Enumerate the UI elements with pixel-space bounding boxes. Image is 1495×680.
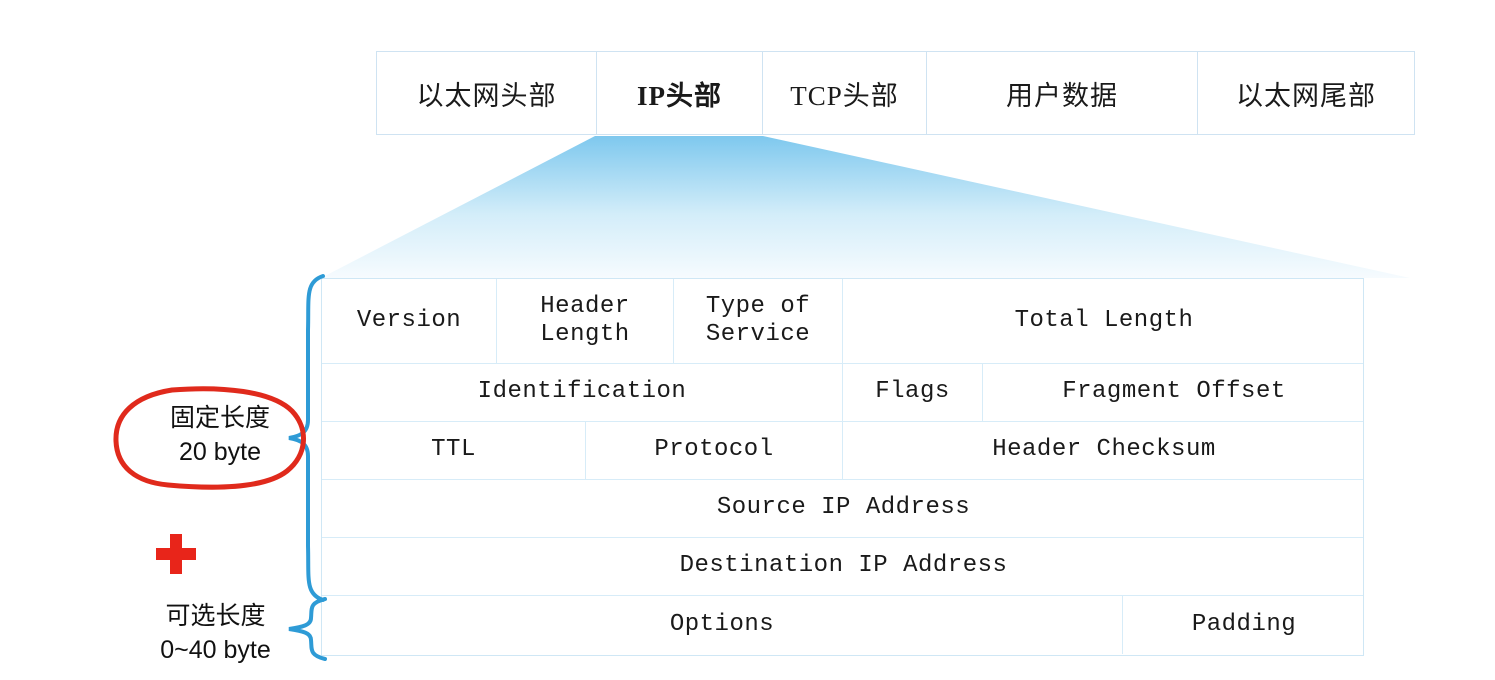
ip-field-label: Flags <box>875 378 950 406</box>
encapsulation-cell-label: 以太网尾部 <box>1236 80 1376 111</box>
ip-field-label: Options <box>669 610 775 638</box>
ip-field-label: Header Checksum <box>992 436 1216 464</box>
ip-field-cell[interactable]: Padding <box>1123 596 1365 654</box>
ip-field-cell[interactable]: Header Length <box>497 279 674 363</box>
ip-field-cell[interactable]: Type of Service <box>674 279 843 363</box>
optional-length-label: 可选长度 0~40 byte <box>160 602 271 664</box>
encapsulation-cell-0[interactable]: 以太网头部 <box>376 51 597 135</box>
encapsulation-cell-label: IP头部 <box>637 80 722 111</box>
ip-field-label: Fragment Offset <box>1062 378 1286 406</box>
ip-field-label: Source IP Address <box>716 494 971 522</box>
ip-field-cell[interactable]: TTL <box>322 422 586 479</box>
ip-field-cell[interactable]: Fragment Offset <box>983 364 1365 421</box>
red-ellipse-highlight-icon <box>113 386 306 490</box>
ip-field-label: Header Length <box>540 292 630 348</box>
ip-field-label: Padding <box>1191 610 1297 638</box>
ip-field-cell[interactable]: Total Length <box>843 279 1365 363</box>
encapsulation-cell-4[interactable]: 以太网尾部 <box>1197 51 1415 135</box>
ip-field-label: TTL <box>431 436 476 464</box>
ip-header-row: Destination IP Address <box>322 538 1363 596</box>
ip-field-label: Total Length <box>1014 306 1194 334</box>
zoom-funnel-shape <box>321 136 1410 278</box>
ip-header-row: Version Header Length Type of Service Total… <box>322 279 1363 364</box>
ip-header-row: Options Padding <box>322 596 1363 654</box>
fixed-length-label: 固定长度 20 byte <box>169 404 270 466</box>
encapsulation-cell-3[interactable]: 用户数据 <box>926 51 1198 135</box>
ip-field-label: Version <box>356 306 462 334</box>
encapsulation-cell-label: TCP头部 <box>790 80 899 111</box>
ip-field-cell[interactable]: Version <box>322 279 497 363</box>
ip-header-row: Identification Flags Fragment Offset <box>322 364 1363 422</box>
optional-length-brace-icon <box>288 597 327 661</box>
ip-field-cell[interactable]: Identification <box>322 364 843 421</box>
fixed-length-brace-icon <box>288 274 325 602</box>
encapsulation-cell-2[interactable]: TCP头部 <box>762 51 927 135</box>
ip-field-cell[interactable]: Header Checksum <box>843 422 1365 479</box>
encapsulation-cell-label: 用户数据 <box>1006 80 1118 111</box>
ip-header-row: TTL Protocol Header Checksum <box>322 422 1363 480</box>
ip-field-label: Type of Service <box>705 292 811 348</box>
encapsulation-cell-1[interactable]: IP头部 <box>596 51 763 135</box>
plus-icon <box>156 534 196 574</box>
ip-field-label: Identification <box>477 378 687 406</box>
ip-field-cell[interactable]: Flags <box>843 364 983 421</box>
ip-header-table: Version Header Length Type of Service Total… <box>321 278 1364 656</box>
ip-field-label: Destination IP Address <box>679 552 1008 580</box>
encapsulation-cell-label: 以太网头部 <box>416 80 557 111</box>
encapsulation-bar: 以太网头部 IP头部 TCP头部 用户数据 以太网尾部 <box>376 51 1418 135</box>
ip-field-label: Protocol <box>654 436 774 464</box>
ip-header-row: Source IP Address <box>322 480 1363 538</box>
ip-field-cell[interactable]: Source IP Address <box>322 480 1365 537</box>
ip-field-cell[interactable]: Protocol <box>586 422 843 479</box>
ip-field-cell[interactable]: Options <box>322 596 1123 654</box>
ip-field-cell[interactable]: Destination IP Address <box>322 538 1365 595</box>
